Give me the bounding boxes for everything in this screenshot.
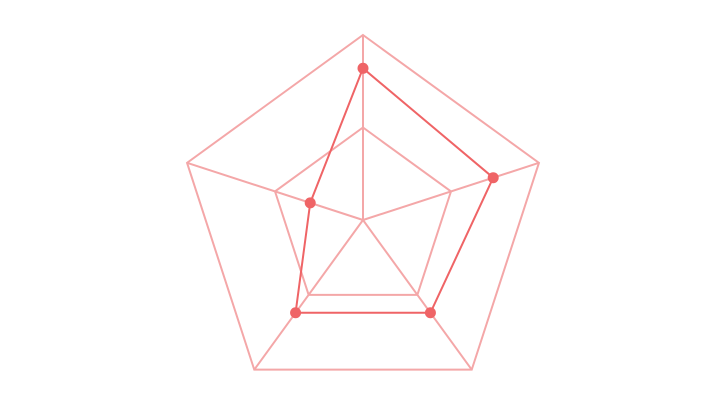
radar-series-layer xyxy=(290,62,499,319)
axis-spoke-2 xyxy=(362,161,540,221)
data-point-3[interactable] xyxy=(424,307,436,319)
radar-grid xyxy=(185,33,541,371)
axis-spoke-3 xyxy=(362,219,473,371)
data-point-4[interactable] xyxy=(290,307,302,319)
data-point-2[interactable] xyxy=(487,172,499,184)
axis-spoke-5 xyxy=(186,161,364,221)
grid-ring-1 xyxy=(273,126,453,296)
data-point-5[interactable] xyxy=(304,197,316,209)
axis-spoke-4 xyxy=(253,219,364,371)
grid-ring-2 xyxy=(185,33,541,371)
data-point-1[interactable] xyxy=(357,62,369,74)
series-line-1 xyxy=(294,67,495,314)
